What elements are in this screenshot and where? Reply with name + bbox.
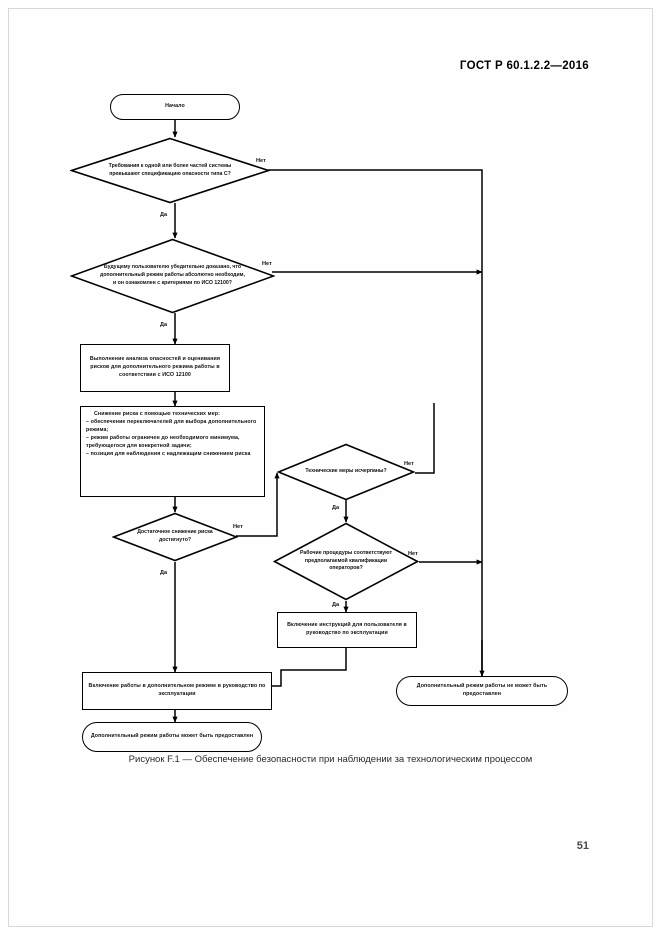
node-process-risk-analysis: Выполнение анализа опасностей и оцениван… [80, 344, 230, 392]
node-decision-procedures-match-label: Рабочие процедуры соответствуют предпола… [299, 549, 393, 572]
node-end-mode-allowed: Дополнительный режим работы может быть п… [82, 722, 262, 752]
node-decision-hazard-spec-label: Требования к одной или более частей сист… [108, 162, 232, 177]
node-start: Начало [110, 94, 240, 120]
node-decision-measures-exhausted: Технические меры исчерпаны? [277, 443, 415, 501]
edge-label-d4-yes: Да [332, 505, 340, 511]
node-decision-user-informed-label: Будущему пользователю убедительно доказа… [100, 264, 245, 286]
node-process-user-instructions: Включение инструкций для пользователя в … [277, 612, 417, 648]
edge-label-d3-no: Нет [233, 524, 243, 530]
edge-label-d2-yes: Да [160, 322, 168, 328]
edge-label-d1-no: Нет [256, 158, 266, 164]
edge-label-d1-yes: Да [160, 212, 168, 218]
node-process-technical-measures: Снижение риска с помощью технических мер… [80, 406, 265, 497]
technical-measures-title: Снижение риска с помощью технических мер… [94, 411, 220, 417]
flowchart-connectors [172, 120, 485, 723]
edge-label-d4-no: Нет [404, 461, 414, 467]
node-process-user-instructions-label: Включение инструкций для пользователя в … [287, 622, 407, 636]
diamond-shape [273, 522, 419, 601]
page-border [8, 8, 653, 927]
diamond-shape [70, 137, 270, 204]
node-end-mode-allowed-label: Дополнительный режим работы может быть п… [90, 733, 254, 740]
technical-measures-bullet-2: – режим работы ограничен до необходимого… [86, 434, 240, 449]
figure-caption: Рисунок F.1 — Обеспечение безопасности п… [128, 754, 533, 765]
node-process-manual-inclusion: Включение работы в дополнительном режиме… [82, 672, 272, 710]
node-decision-measures-exhausted-label: Технические меры исчерпаны? [305, 468, 387, 475]
node-process-manual-inclusion-label: Включение работы в дополнительном режиме… [88, 683, 266, 697]
node-decision-hazard-spec: Требования к одной или более частей сист… [70, 137, 270, 204]
standard-header: ГОСТ Р 60.1.2.2—2016 [459, 60, 589, 72]
node-decision-procedures-match: Рабочие процедуры соответствуют предпола… [273, 522, 419, 601]
diamond-shape [277, 443, 415, 501]
node-decision-risk-reduced: Достаточное снижение риска достигнуто? [112, 512, 238, 562]
node-decision-user-informed: Будущему пользователю убедительно доказа… [70, 238, 275, 314]
page-number: 51 [576, 840, 589, 852]
edge-label-d3-yes: Да [160, 570, 168, 576]
flowchart-figure: Начало Требования к одной или более част… [70, 94, 568, 752]
edge-label-d2-no: Нет [262, 261, 272, 267]
node-decision-risk-reduced-label: Достаточное снижение риска достигнуто? [137, 529, 213, 543]
edge-label-d5-no: Нет [408, 551, 418, 557]
edge-label-d5-yes: Да [332, 602, 340, 608]
node-end-mode-denied-label: Дополнительный режим работы не может быт… [416, 683, 548, 697]
diamond-shape [70, 238, 275, 314]
diamond-shape [112, 512, 238, 562]
node-end-mode-denied: Дополнительный режим работы не может быт… [396, 676, 568, 706]
node-start-label: Начало [165, 103, 185, 110]
node-process-risk-analysis-label: Выполнение анализа опасностей и оцениван… [89, 356, 221, 378]
technical-measures-bullet-1: – обеспечение переключателей для выбора … [86, 418, 257, 433]
technical-measures-bullet-3: – позиция для наблюдения с надлежащим сн… [86, 450, 251, 457]
